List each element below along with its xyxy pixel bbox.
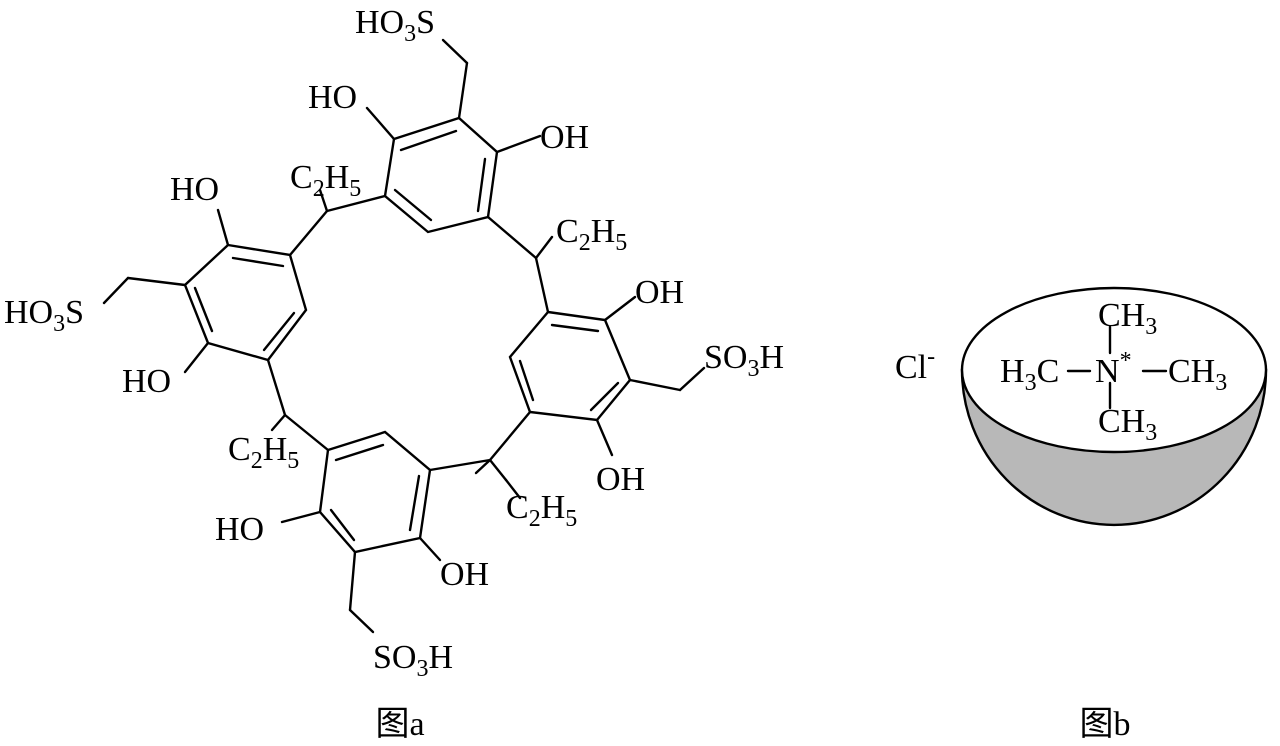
label-text: H — [428, 639, 453, 676]
label-text: C — [290, 159, 313, 196]
ethyl-label: C2H5 — [228, 431, 299, 474]
svg-text:HO: HO — [170, 171, 219, 208]
sulfonic-label-top: HO3S — [355, 4, 435, 47]
label-subscript: 3 — [53, 311, 65, 337]
ethyl-label: C2H5 — [556, 213, 627, 256]
svg-text:HO: HO — [122, 363, 171, 400]
ethyl-label: C2H5 — [506, 489, 577, 532]
label-text: S — [416, 4, 435, 41]
benzene-ring-bottom — [318, 430, 432, 554]
svg-text:SO3H: SO3H — [373, 639, 453, 682]
label-text: H — [263, 431, 288, 468]
svg-text:C2H5: C2H5 — [228, 431, 299, 474]
svg-text:HO3S: HO3S — [355, 4, 435, 47]
hydroxyl-label: OH — [440, 556, 489, 593]
chloride-counterion: Cl- — [895, 344, 935, 386]
svg-text:HO3S: HO3S — [4, 294, 84, 337]
label-subscript: 2 — [251, 448, 263, 474]
sulfonic-label-right: SO3H — [704, 339, 784, 382]
label-subscript: 5 — [565, 506, 577, 532]
benzene-ring-right — [508, 310, 632, 422]
label-subscript: 2 — [313, 176, 325, 202]
benzene-ring-top — [383, 116, 499, 234]
hydroxyl-label: OH — [596, 461, 645, 498]
sulfonic-label-left: HO3S — [4, 294, 84, 337]
nitrogen-label: N* — [1095, 348, 1132, 390]
hydroxyl-label: OH — [540, 119, 589, 156]
label-subscript: 3 — [747, 356, 759, 382]
label-subscript: 5 — [287, 448, 299, 474]
label-text: C — [506, 489, 529, 526]
label-text: C — [556, 213, 579, 250]
svg-text:OH: OH — [540, 119, 589, 156]
methyl-bottom-label: CH3 — [1098, 403, 1157, 446]
label-subscript: 2 — [529, 506, 541, 532]
label-text: SO — [704, 339, 747, 376]
hydroxyl-label: HO — [170, 171, 219, 208]
methyl-top-label: CH3 — [1098, 297, 1157, 340]
svg-text:OH: OH — [635, 274, 684, 311]
label-subscript: 3 — [416, 656, 428, 682]
label-subscript: 5 — [615, 230, 627, 256]
svg-text:SO3H: SO3H — [704, 339, 784, 382]
hydroxyl-label: OH — [635, 274, 684, 311]
svg-text:HO: HO — [215, 511, 264, 548]
benzene-ring-left — [183, 243, 308, 362]
label-text: H — [541, 489, 566, 526]
sulfonic-label-bottom: SO3H — [373, 639, 453, 682]
svg-text:C2H5: C2H5 — [506, 489, 577, 532]
bowl-rim — [960, 286, 1268, 454]
hydroxyl-label: HO — [122, 363, 171, 400]
svg-text:OH: OH — [440, 556, 489, 593]
label-subscript: 5 — [349, 176, 361, 202]
tetramethylammonium-structure: CH3 H3C N* CH3 CH3 — [1000, 297, 1227, 446]
figure-b-caption: 图b — [1080, 706, 1131, 743]
label-text: S — [65, 294, 84, 331]
host-bowl — [960, 286, 1268, 527]
methyl-right-label: CH3 — [1168, 353, 1227, 396]
svg-text:OH: OH — [596, 461, 645, 498]
label-text: HO — [355, 4, 404, 41]
figure-a-caption: 图a — [375, 706, 424, 743]
label-text: C — [228, 431, 251, 468]
svg-text:HO: HO — [308, 79, 357, 116]
label-text: H — [759, 339, 784, 376]
label-text: H — [591, 213, 616, 250]
label-subscript: 2 — [579, 230, 591, 256]
hydroxyl-label: HO — [308, 79, 357, 116]
label-text: HO — [4, 294, 53, 331]
hydroxyl-label: HO — [215, 511, 264, 548]
ethyl-label: C2H5 — [290, 159, 361, 202]
label-text: H — [325, 159, 350, 196]
methyl-left-label: H3C — [1000, 353, 1059, 396]
label-text: SO — [373, 639, 416, 676]
calixarene-structure — [102, 38, 706, 634]
label-subscript: 3 — [404, 21, 416, 47]
svg-text:C2H5: C2H5 — [556, 213, 627, 256]
svg-text:C2H5: C2H5 — [290, 159, 361, 202]
